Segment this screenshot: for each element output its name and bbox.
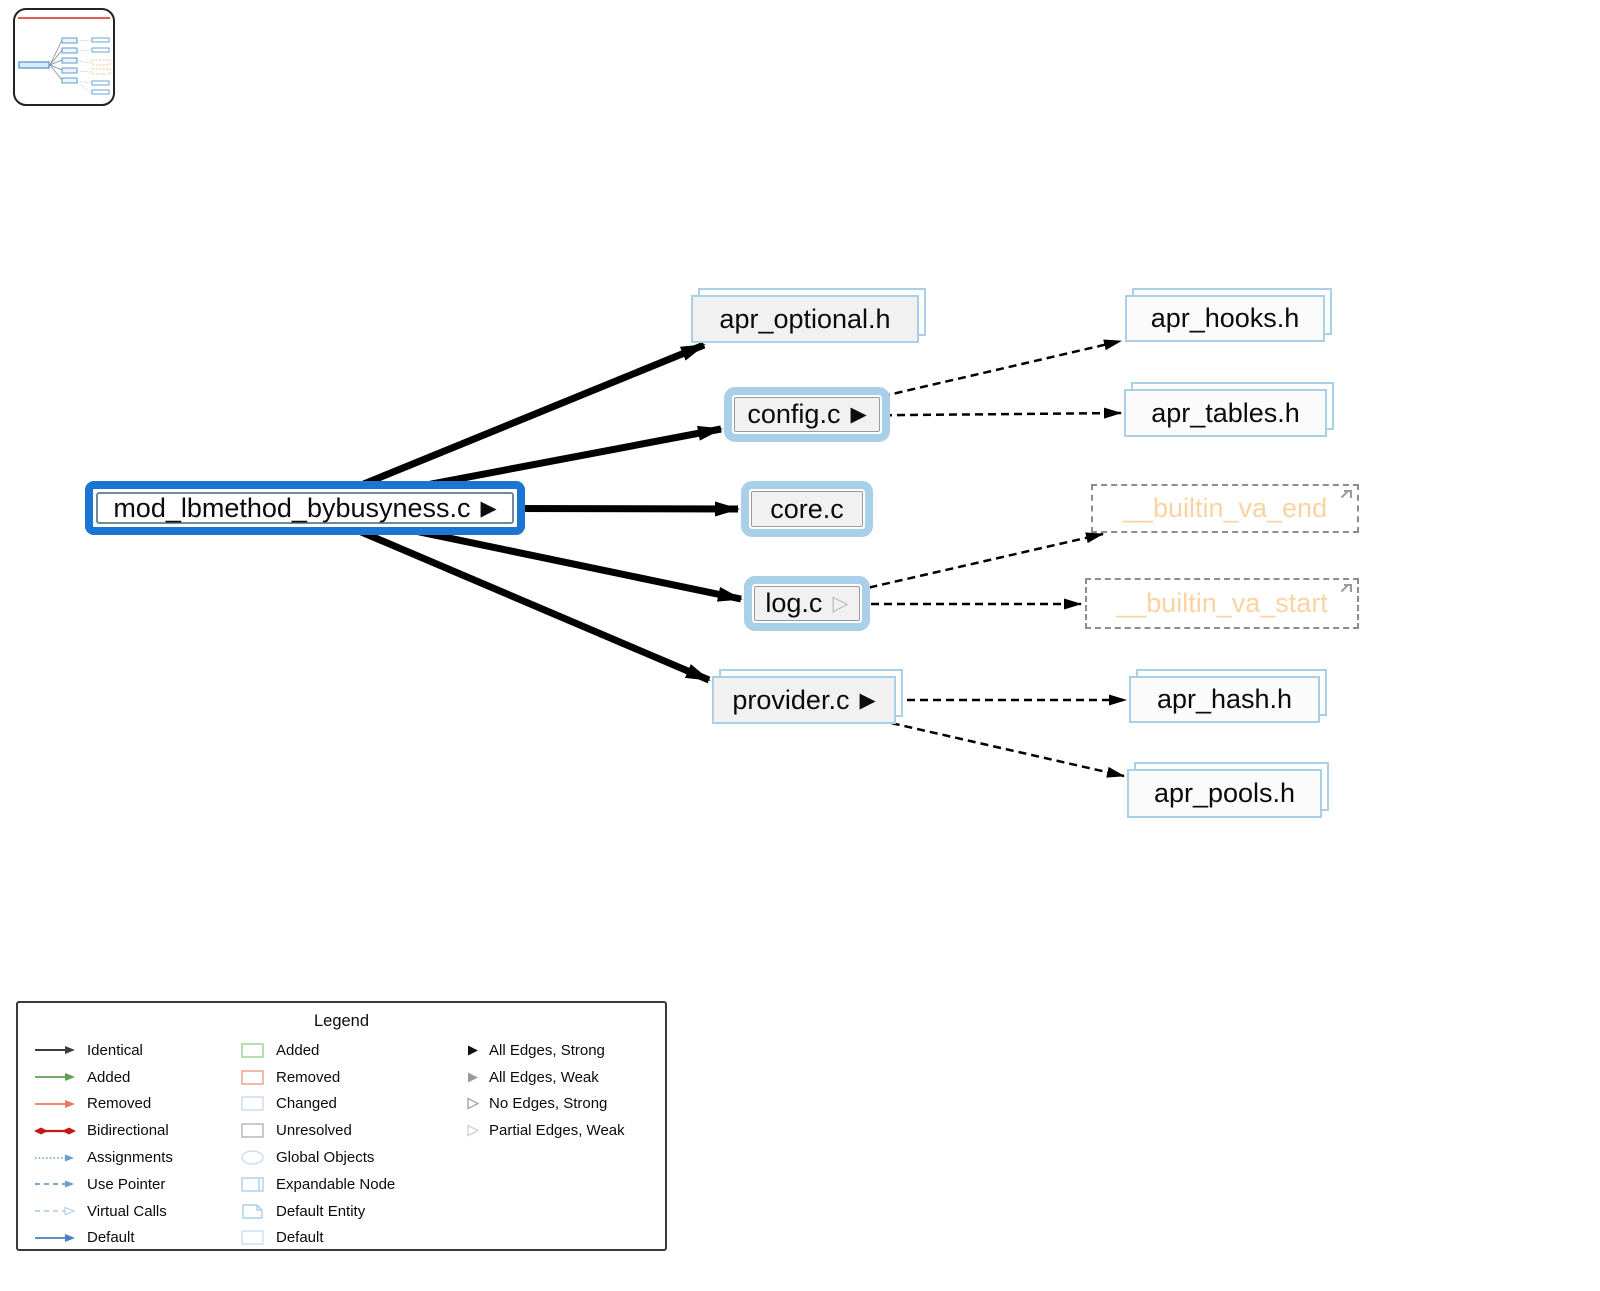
triangle-filled-gray-icon bbox=[468, 1072, 478, 1083]
rect-3d-icon bbox=[241, 1177, 264, 1192]
expand-marker-icon[interactable]: ▷ bbox=[832, 592, 849, 615]
ellipse-icon bbox=[241, 1150, 264, 1165]
graph-node-apr_pools[interactable]: apr_pools.h bbox=[1127, 762, 1329, 818]
legend-item-default-entity: Default Entity bbox=[240, 1198, 395, 1225]
minimap-red-line bbox=[18, 17, 110, 19]
legend-item-added-edge: Added bbox=[32, 1064, 173, 1091]
graph-node-builtin_va_end[interactable]: __builtin_va_end bbox=[1091, 484, 1359, 533]
legend-item-no-edges-strong: No Edges, Strong bbox=[466, 1091, 625, 1118]
edge-log-to-va_end bbox=[805, 532, 1104, 604]
expand-marker-icon[interactable]: ▶ bbox=[850, 403, 867, 426]
node-label: apr_optional.h bbox=[719, 303, 891, 334]
node-label: __builtin_va_end bbox=[1122, 493, 1328, 523]
expand-marker-icon[interactable]: ▶ bbox=[480, 496, 497, 520]
rect-folded-corner-icon bbox=[242, 1203, 263, 1219]
legend-item-unresolved-node: Unresolved bbox=[240, 1117, 395, 1144]
legend-item-changed-node: Changed bbox=[240, 1091, 395, 1118]
legend-item-use-pointer: Use Pointer bbox=[32, 1171, 173, 1198]
graph-node-apr_optional[interactable]: apr_optional.h bbox=[691, 288, 926, 343]
graph-node-log[interactable]: log.c ▷ bbox=[744, 576, 870, 631]
node-label: apr_hooks.h bbox=[1150, 303, 1300, 333]
graph-node-builtin_va_start[interactable]: __builtin_va_start bbox=[1085, 578, 1359, 629]
graph-minimap[interactable] bbox=[13, 8, 115, 106]
arrow-solid-red-icon bbox=[35, 1099, 75, 1108]
legend-expand-markers: All Edges, Strong All Edges, Weak No Edg… bbox=[466, 1037, 625, 1144]
legend-item-assignments: Assignments bbox=[32, 1144, 173, 1171]
legend-item-identical: Identical bbox=[32, 1037, 173, 1064]
rect-green-icon bbox=[241, 1043, 264, 1058]
legend-item-bidirectional: Bidirectional bbox=[32, 1117, 173, 1144]
legend-item-removed-edge: Removed bbox=[32, 1091, 173, 1118]
node-label: mod_lbmethod_bybusyness.c bbox=[113, 492, 471, 523]
rect-red-icon bbox=[241, 1069, 264, 1085]
node-label: log.c bbox=[765, 588, 823, 618]
triangle-filled-black-icon bbox=[468, 1045, 478, 1056]
node-label: apr_pools.h bbox=[1153, 778, 1296, 808]
node-label: core.c bbox=[770, 493, 844, 524]
default-entity-fold-icon bbox=[1340, 583, 1352, 594]
graph-node-core[interactable]: core.c bbox=[741, 481, 873, 537]
arrow-bidirectional-icon bbox=[34, 1127, 76, 1135]
legend-title: Legend bbox=[313, 1012, 370, 1030]
triangle-outline-gray-icon bbox=[467, 1098, 480, 1110]
edge-mod-to-provider bbox=[303, 504, 711, 684]
arrow-dashed-blue-icon bbox=[35, 1180, 74, 1188]
triangle-outline-light-icon bbox=[467, 1124, 480, 1137]
legend-node-types: Added Removed Changed Unresolved bbox=[240, 1037, 395, 1251]
default-entity-fold-icon bbox=[1340, 489, 1352, 500]
edge-mod-to-apr_optional bbox=[303, 341, 706, 512]
rect-blue-icon bbox=[241, 1096, 264, 1112]
node-label: __builtin_va_start bbox=[1116, 588, 1328, 618]
node-label: provider.c bbox=[732, 684, 850, 715]
expand-marker-icon[interactable]: ▶ bbox=[859, 688, 876, 712]
graph-node-mod_lbmethod_bybusyness[interactable]: mod_lbmethod_bybusyness.c ▶ bbox=[85, 481, 525, 535]
arrow-solid-black-icon bbox=[35, 1046, 75, 1055]
graph-node-provider[interactable]: provider.c ▶ bbox=[712, 669, 903, 724]
legend-item-expandable-node: Expandable Node bbox=[240, 1171, 395, 1198]
legend-item-all-edges-weak: All Edges, Weak bbox=[466, 1064, 625, 1091]
minimap-thumbnail bbox=[18, 37, 111, 95]
legend-item-default-edge: Default bbox=[32, 1225, 173, 1252]
graph-node-apr_hooks[interactable]: apr_hooks.h bbox=[1125, 288, 1332, 342]
legend-item-removed-node: Removed bbox=[240, 1064, 395, 1091]
node-label: config.c bbox=[747, 399, 841, 429]
arrow-solid-blue-icon bbox=[35, 1233, 75, 1242]
graph-node-config[interactable]: config.c ▶ bbox=[724, 387, 890, 442]
legend-item-all-edges-strong: All Edges, Strong bbox=[466, 1037, 625, 1064]
legend-edge-types: Identical Added Removed Bidire bbox=[32, 1037, 173, 1251]
legend-item-added-node: Added bbox=[240, 1037, 395, 1064]
legend-item-default-node: Default bbox=[240, 1225, 395, 1252]
legend-item-partial-edges-weak: Partial Edges, Weak bbox=[466, 1117, 625, 1144]
legend-item-virtual-calls: Virtual Calls bbox=[32, 1198, 173, 1225]
arrow-dashed-open-icon bbox=[35, 1206, 76, 1216]
legend-item-global-objects: Global Objects bbox=[240, 1144, 395, 1171]
graph-node-apr_hash[interactable]: apr_hash.h bbox=[1129, 669, 1327, 723]
node-label: apr_tables.h bbox=[1151, 397, 1300, 428]
node-label: apr_hash.h bbox=[1156, 684, 1293, 714]
legend-panel: Legend Identical Added Removed bbox=[16, 1001, 667, 1251]
rect-lightblue-icon bbox=[241, 1230, 264, 1246]
graph-node-apr_tables[interactable]: apr_tables.h bbox=[1124, 382, 1334, 437]
rect-gray-icon bbox=[241, 1123, 264, 1138]
arrow-dotted-blue-icon bbox=[35, 1154, 74, 1162]
arrow-solid-green-icon bbox=[35, 1073, 75, 1082]
